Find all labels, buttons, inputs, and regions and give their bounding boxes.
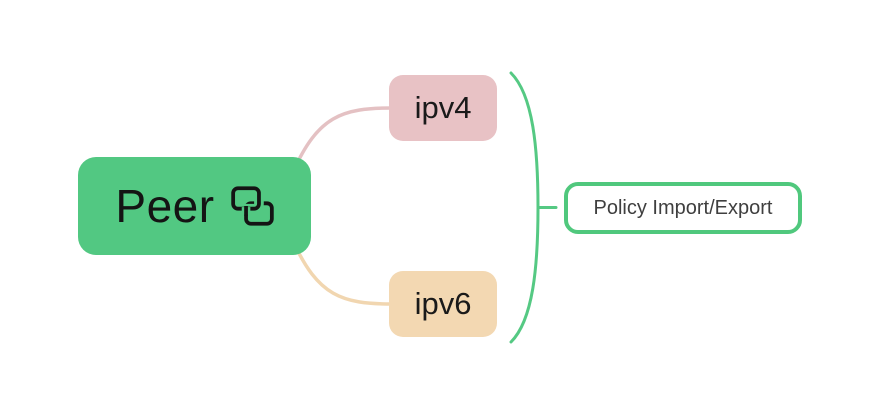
linked-clone-icon: [230, 186, 274, 226]
node-ipv4[interactable]: ipv4: [389, 75, 497, 141]
node-ipv6-label: ipv6: [414, 286, 472, 321]
node-policy-import-export[interactable]: Policy Import/Export: [564, 182, 802, 234]
node-peer-label: Peer: [115, 180, 215, 232]
node-peer[interactable]: Peer: [78, 157, 311, 255]
group-bracket: [509, 71, 540, 344]
link-peer-ipv4: [291, 106, 394, 174]
node-ipv4-label: ipv4: [414, 90, 472, 125]
node-policy-label: Policy Import/Export: [593, 196, 773, 219]
node-ipv6[interactable]: ipv6: [389, 271, 497, 337]
link-peer-ipv6: [291, 239, 394, 306]
